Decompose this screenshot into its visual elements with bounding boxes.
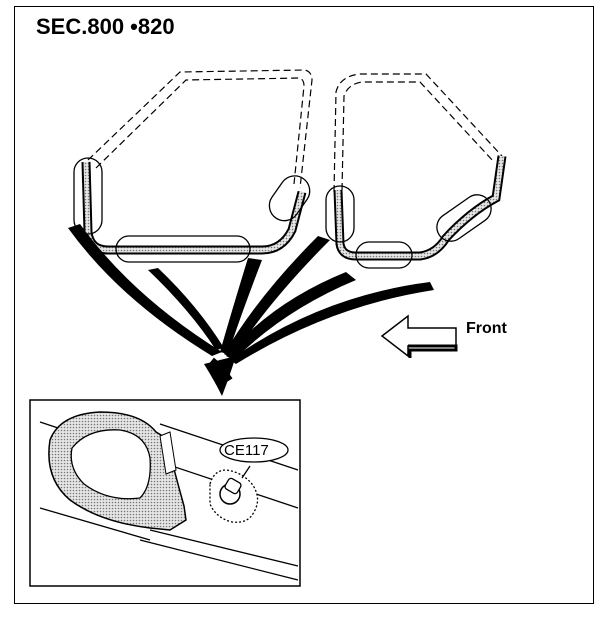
clip-left-vertical: [73, 157, 103, 235]
down-arrow-icon: [204, 356, 236, 396]
clip-right-vertical: [325, 185, 355, 243]
clip-left-diagonal: [268, 175, 311, 222]
section-title: SEC.800 •820: [36, 14, 175, 39]
grommet-boot: [48, 411, 187, 531]
pointer-swooshes: [68, 224, 434, 396]
left-door-clips: [73, 157, 311, 263]
right-door-outline: [333, 73, 503, 193]
clip-left-bottom: [115, 235, 251, 263]
connector-label: CE117: [224, 442, 269, 459]
left-door-outline: [87, 69, 313, 189]
left-arrow-icon: [380, 314, 458, 358]
clip-right-bottom: [355, 241, 413, 269]
connector-ce117: [209, 437, 289, 523]
right-door-harness: [333, 155, 507, 261]
clip-right-diagonal: [436, 194, 492, 242]
right-door-clips: [325, 185, 492, 269]
diagram-frame: [14, 6, 594, 604]
inset-detail: [29, 399, 301, 587]
front-direction-label: Front: [466, 320, 507, 337]
